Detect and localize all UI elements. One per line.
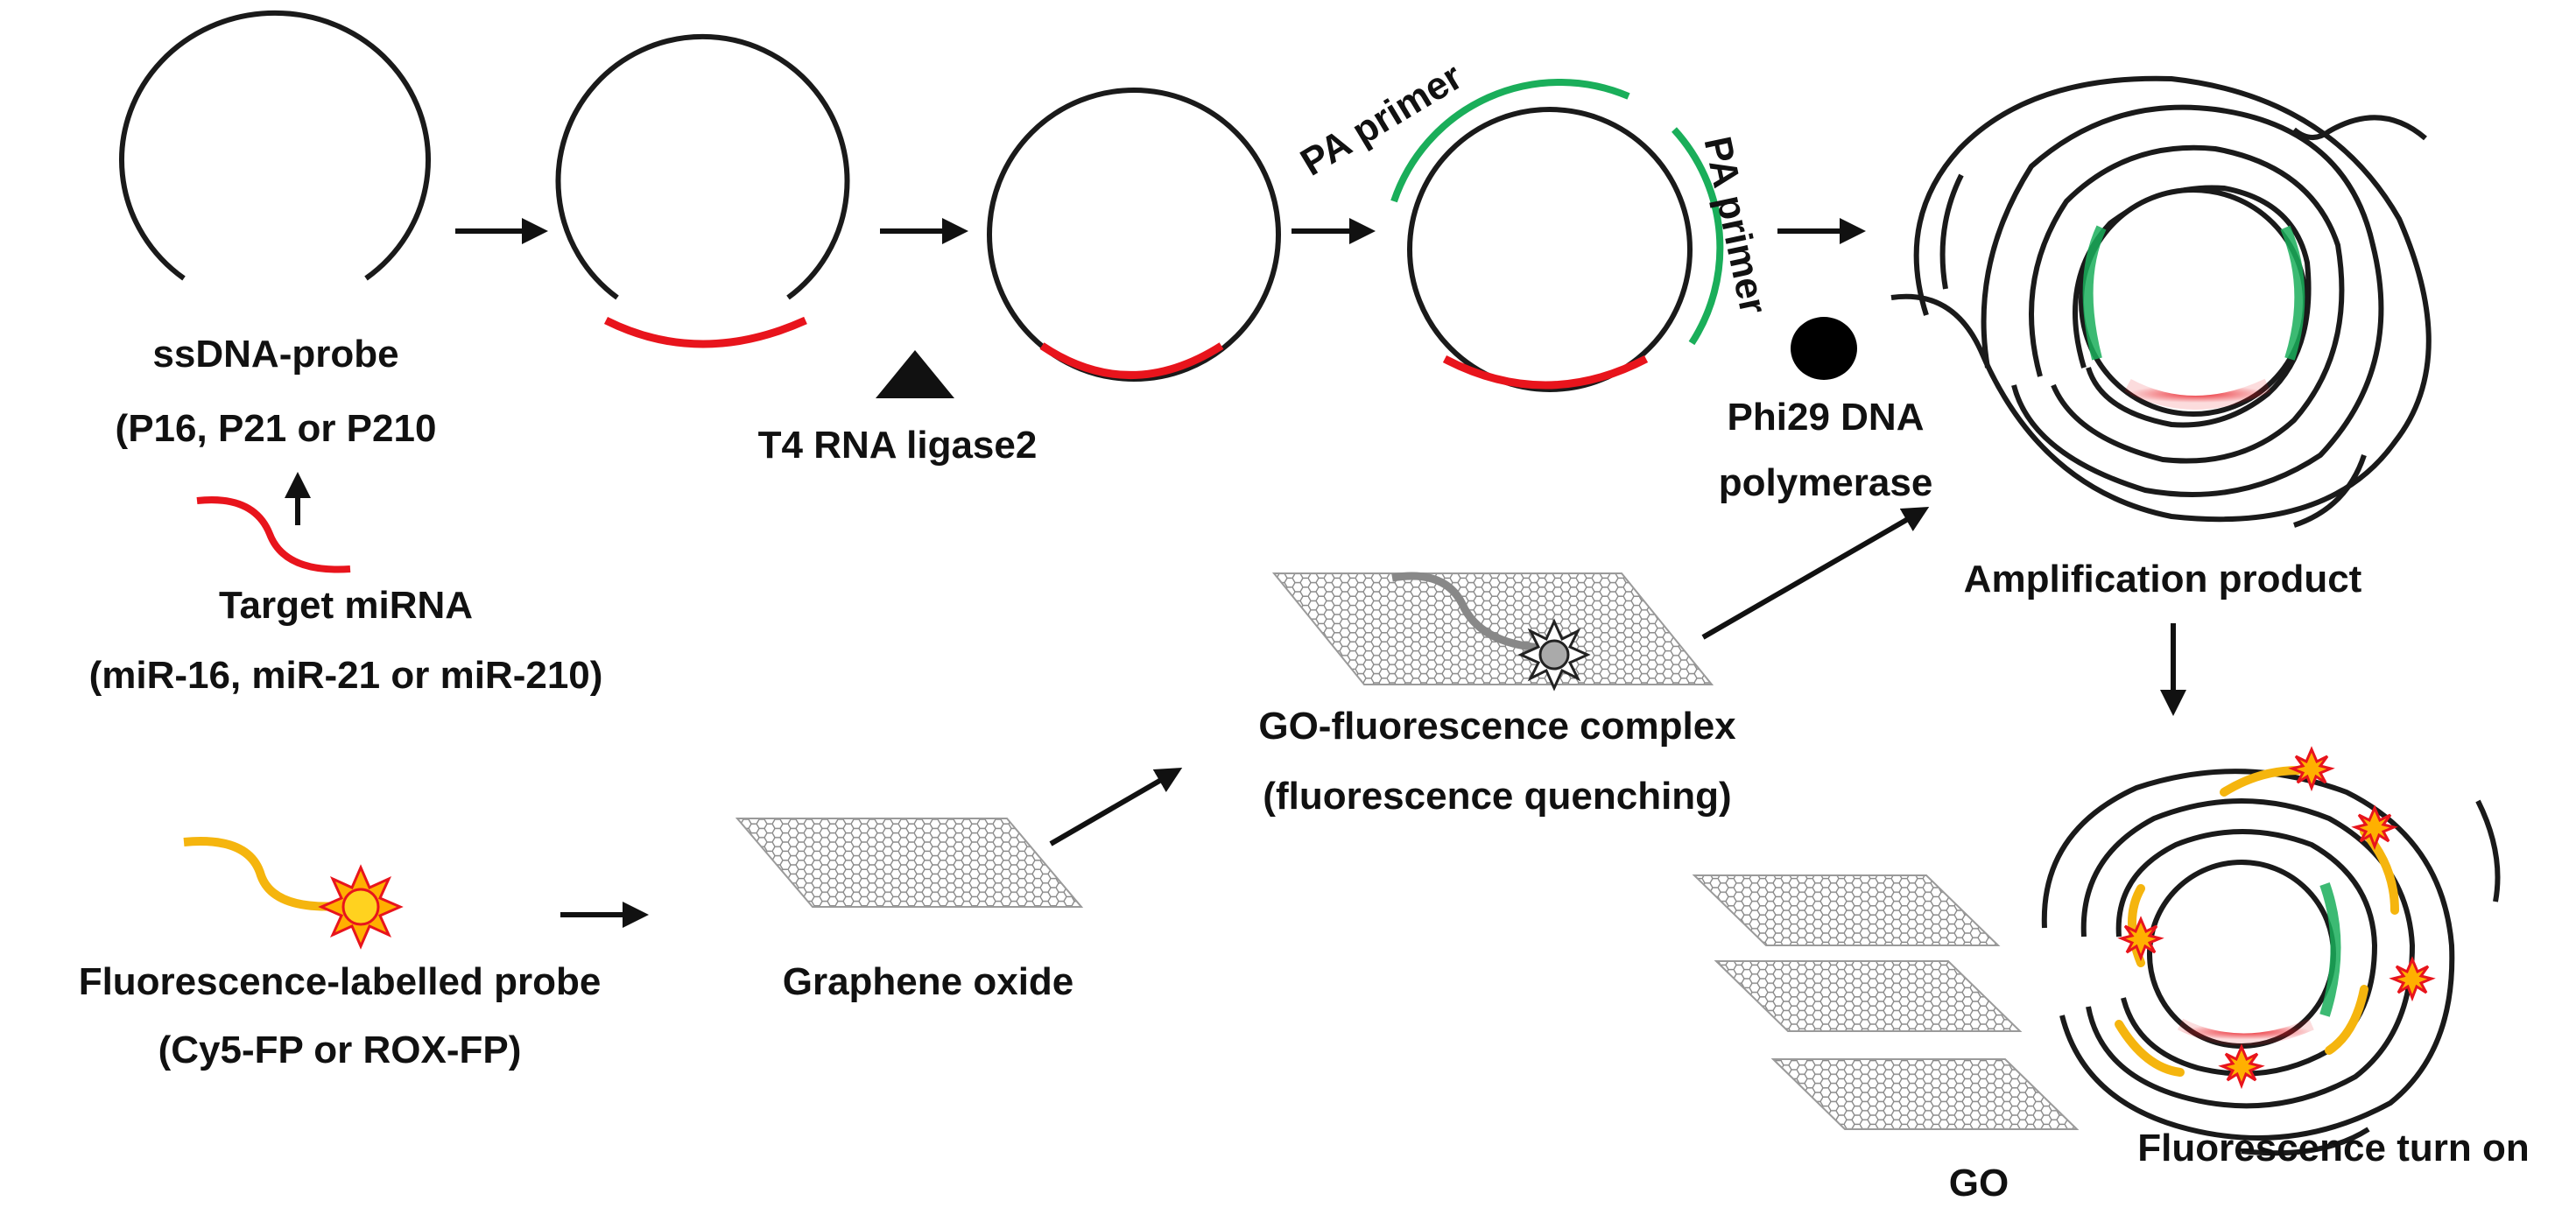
fluorophore-icon <box>318 864 404 950</box>
target-mirna-label: Target miRNA <box>218 584 474 627</box>
fluorescent-primer-right <box>2319 881 2341 1017</box>
amplification-primer-right <box>2280 225 2305 361</box>
amplification-core-circle <box>2079 187 2308 417</box>
graphene-oxide-sheet <box>735 818 1084 908</box>
polymerase-label-line1: Phi29 DNA <box>1727 396 1925 439</box>
primed-circle <box>1407 107 1693 392</box>
target-mirna-strand <box>196 496 351 573</box>
quenched-probe-strand <box>1391 572 1542 652</box>
ssdna-probe-strand <box>119 10 431 281</box>
probe-hybrid-strand <box>555 33 850 300</box>
arrow-to-complex <box>1049 767 1183 846</box>
arrow-to-amplification <box>1701 507 1930 640</box>
ligase-label: T4 RNA ligase2 <box>757 424 1038 467</box>
bound-fluor-probes <box>2115 766 2399 1077</box>
primed-target-mirna <box>1442 355 1649 390</box>
amplification-primer-left <box>2082 225 2107 361</box>
go-complex-label-line2: (fluorescence quenching) <box>1263 775 1732 818</box>
fluorescence-turn-on-label: Fluorescence turn on <box>2137 1127 2530 1169</box>
polymerase-blob <box>1791 317 1857 380</box>
ligated-circle <box>987 88 1281 382</box>
active-fluorophores <box>2117 746 2436 1090</box>
ligated-target-mirna <box>1039 342 1224 379</box>
fluor-probe-label-line1: Fluorescence-labelled probe <box>78 960 602 1003</box>
hybrid-target-mirna <box>603 316 807 348</box>
fluor-probe-strand <box>183 837 342 911</box>
quenched-fluorophore-icon <box>1517 618 1591 692</box>
amplification-product-label: Amplification product <box>1963 558 2362 600</box>
ssdna-probe-label: ssDNA-probe <box>152 333 399 376</box>
go-label: GO <box>1948 1162 2009 1204</box>
ssdna-probe-variants-label: (P16, P21 or P210 <box>115 407 437 450</box>
pa-primer-arc-1 <box>1390 78 1630 203</box>
fluorescent-core-circle <box>2147 860 2336 1049</box>
go-sheet-stack <box>1692 874 2080 1130</box>
target-mirna-variants-label: (miR-16, miR-21 or miR-210) <box>88 654 603 697</box>
amplification-target <box>2124 378 2271 410</box>
fluorescent-product <box>2041 769 2501 1156</box>
polymerase-label-line2: polymerase <box>1718 461 1933 504</box>
amplification-product <box>1890 75 2432 528</box>
fluorescent-target <box>2177 1018 2314 1046</box>
fluor-probe-label-line2: (Cy5-FP or ROX-FP) <box>158 1029 522 1071</box>
ligase-triangle <box>876 350 954 398</box>
go-complex-label-line1: GO-fluorescence complex <box>1258 705 1736 748</box>
go-complex-sheet <box>1271 572 1714 685</box>
graphene-oxide-label: Graphene oxide <box>782 960 1074 1003</box>
pa-primer-arc-2 <box>1672 127 1724 346</box>
